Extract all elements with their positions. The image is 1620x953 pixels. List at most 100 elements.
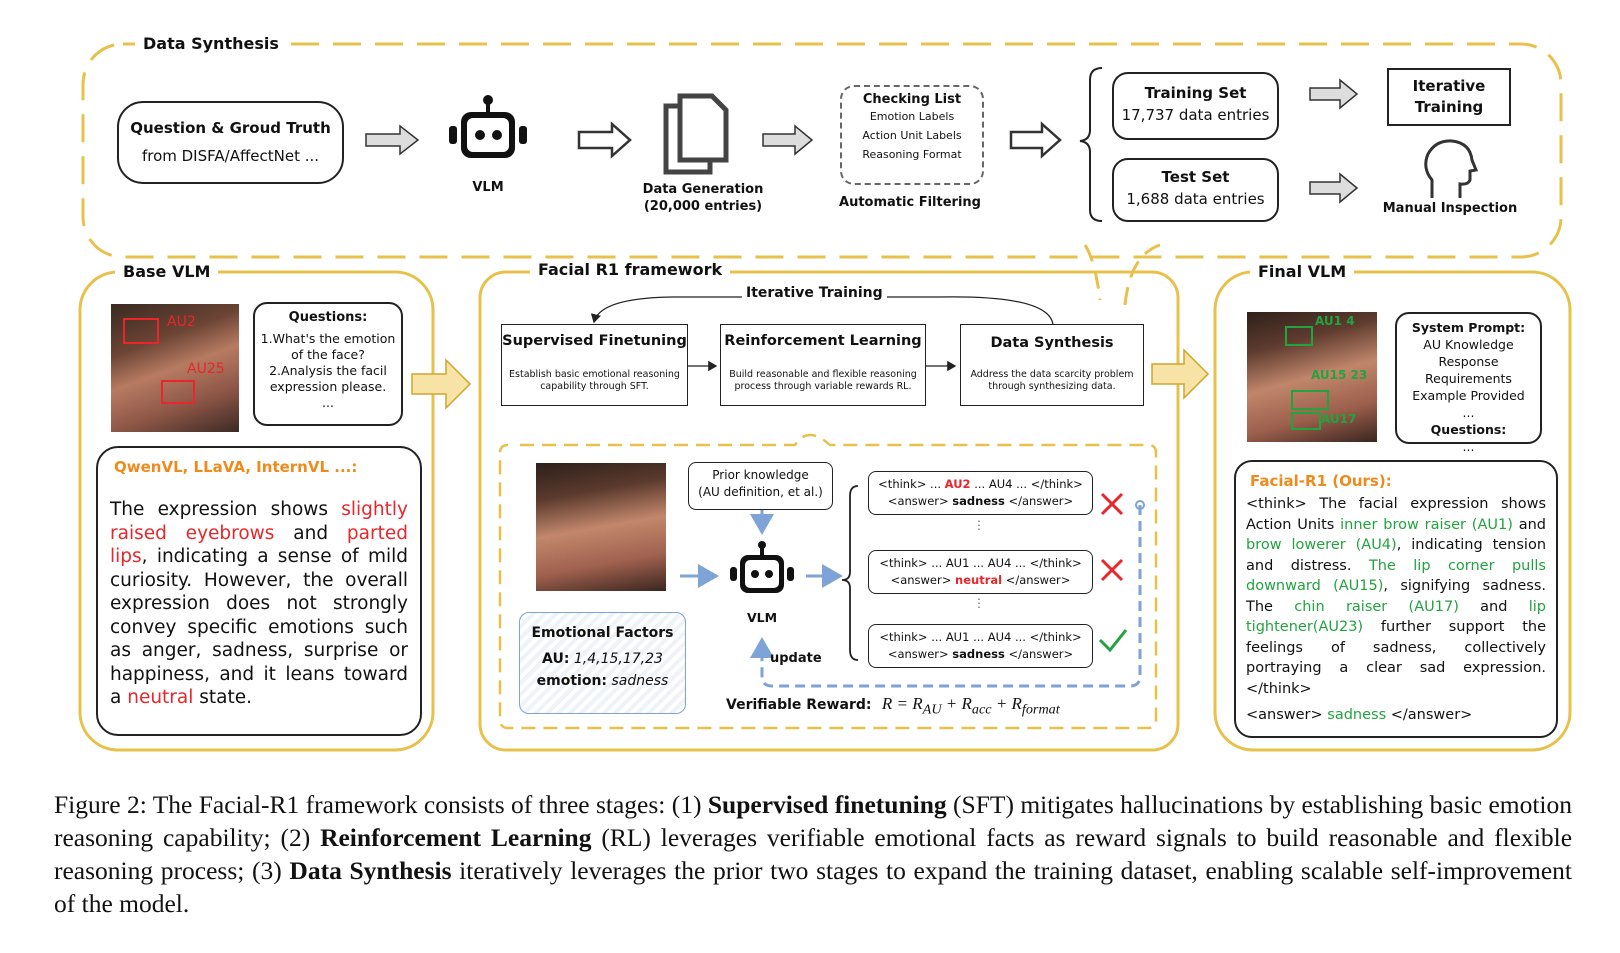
resp-text: and [274,522,347,544]
test-set-count: 1,688 data entries [1126,190,1265,208]
base-models: QwenVL, LLaVA, InternVL ...: [114,458,358,476]
question-line: 1.What's the emotion [260,331,396,346]
synthesis-title: Data Synthesis [135,34,287,53]
manual-inspection-label: Manual Inspection [1382,201,1518,216]
rl-desc: Build reasonable and flexible reasoning … [729,369,917,392]
cand-wrong: AU2 [944,477,971,491]
resp-text: and [1458,598,1529,615]
question-line: ... [322,395,334,410]
test-set-box: Test Set 1,688 data entries [1112,158,1279,222]
reward-sub: format [1021,701,1060,718]
training-set-title: Training Set [1144,84,1247,102]
base-response-text: The expression shows slightly raised eye… [110,498,408,710]
au17-label: AU17 [1321,412,1357,426]
data-generation-count: (20,000 entries) [643,199,763,214]
cand-text: <think> ... AU1 ... AU4 ... </think> [879,630,1082,644]
resp-highlight: sadness [1327,707,1387,723]
reward-term: R = R [881,694,923,713]
resp-text: </answer> [1386,707,1473,723]
head-profile-icon [1420,138,1480,200]
sft-box: Supervised Finetuning Establish basic em… [501,324,688,406]
cand-text: <answer> [890,573,956,587]
training-set-count: 17,737 data entries [1121,106,1270,124]
resp-text: , signifying sadness. The [1246,578,1546,615]
resp-text: , indicating a sense of mild curiosity. … [110,546,408,708]
reward-sub: acc [971,701,992,718]
face-image-rl [536,463,666,591]
system-prompt-box: System Prompt: AU Knowledge Response Req… [1395,312,1542,454]
rl-title: Reinforcement Learning [724,333,922,349]
documents-icon [660,92,730,176]
final-response-box: Facial-R1 (Ours): <think> The facial exp… [1234,460,1558,738]
resp-text: <think> The facial expression shows Acti… [1246,496,1546,533]
resp-text: and [1512,516,1546,533]
ef-emotion-label: emotion: [536,673,608,689]
question-source: from DISFA/AffectNet ... [141,147,320,165]
cand-text: </answer> [1002,573,1071,587]
face-image-final: AU1 4 AU15 23 AU17 [1247,312,1377,442]
ef-au-label: AU: [542,651,570,667]
ds-desc: Address the data scarcity problem throug… [970,369,1134,392]
prior-desc: (AU definition, et al.) [698,485,823,499]
caption-bold: Data Synthesis [289,856,452,885]
cand-text: <think> ... AU1 ... AU4 ... </think> [879,556,1082,570]
base-vlm-title: Base VLM [115,262,219,281]
au1523-label: AU15 23 [1311,368,1368,382]
iterative-training-arc-label: Iterative Training [742,285,887,301]
sp-line: AU Knowledge [1423,337,1514,352]
resp-highlight: slightly raised eyebrows [110,499,408,544]
data-generation-title: Data Generation [642,182,764,197]
au-box [1291,412,1321,430]
resp-highlight: neutral [127,687,194,708]
verifiable-reward: Verifiable Reward: R = RAU + Racc + Rfor… [726,694,1060,718]
ellipsis: ⋮ [973,596,985,610]
update-label: update [770,651,822,666]
candidate-response: <think> ... AU1 ... AU4 ... </think> <an… [868,624,1093,668]
face-image-base: AU2 AU25 [111,304,239,432]
synthesis-frame [81,42,1563,259]
ellipsis: ⋮ [973,518,985,532]
base-frame [78,270,435,752]
caption-text: (RL) leverages verifiable emotional fact… [54,823,1573,885]
reward-label: Verifiable Reward: [726,697,872,713]
sp-line: ... [1462,405,1475,420]
au25-label: AU25 [187,361,225,377]
checking-list: Checking List Emotion Labels Action Unit… [840,85,984,185]
resp-highlight: chin raiser (AU17) [1294,598,1459,615]
cand-text: ... AU4 ... </think> [970,477,1083,491]
cand-text: <think> ... [878,477,945,491]
questions-box: Questions: 1.What's the emotion of the f… [253,302,403,426]
figure-caption: Figure 2: The Facial-R1 framework consis… [54,788,1572,920]
iterative-label-2: Training [1414,98,1484,116]
ef-au-value: 1,4,15,17,23 [573,651,663,667]
framework-title: Facial R1 framework [530,260,731,279]
ds-box: Data Synthesis Address the data scarcity… [960,324,1144,406]
iterative-label-1: Iterative [1412,77,1486,95]
ds-title: Data Synthesis [990,335,1114,351]
check-item: Reasoning Format [862,148,962,161]
resp-highlight: lip tightener(AU23) [1246,598,1546,636]
reward-term: + R [941,694,972,713]
resp-text: The expression shows [110,499,342,520]
automatic-filtering-label: Automatic Filtering [839,195,981,210]
reward-sub: AU [922,701,942,718]
robot-icon [444,94,532,174]
check-item: Emotion Labels [869,110,955,123]
resp-text: <answer> [1246,707,1328,723]
sp-line: Example Provided [1412,388,1525,403]
sft-title: Supervised Finetuning [502,333,687,349]
cand-text: </answer> [1004,494,1074,508]
questions-title: Questions: [288,310,368,325]
data-generation-label: Data Generation (20,000 entries) [628,181,778,215]
caption-bold: Supervised finetuning [707,790,947,819]
au-box [161,380,195,404]
final-answer: <answer> sadness </answer> [1246,707,1556,723]
checking-list-title: Checking List [862,92,962,107]
vlm-label: VLM [472,180,504,195]
candidate-response: <think> ... AU1 ... AU4 ... </think> <an… [868,550,1093,594]
rl-vlm-label: VLM [746,610,778,625]
resp-text: , indicating tension and distress. [1246,537,1547,574]
sp-line: System Prompt: [1411,320,1526,335]
check-item: Action Unit Labels [862,129,962,142]
